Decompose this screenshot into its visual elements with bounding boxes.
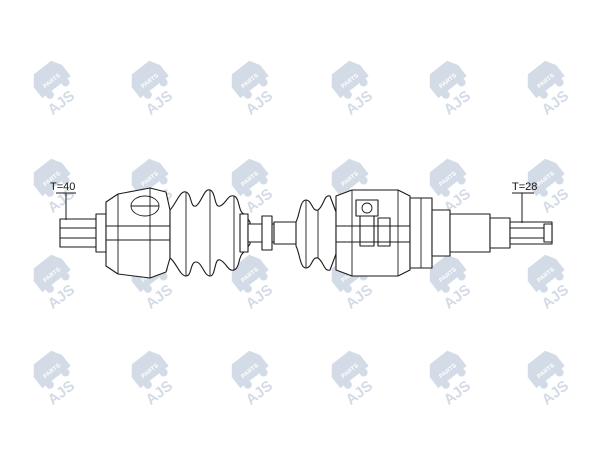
- outer-boot: [169, 189, 251, 277]
- right-spline-shaft: [449, 213, 553, 253]
- outer-boot-clamp: [239, 213, 249, 253]
- inner-boot: [295, 195, 337, 271]
- left-spline-shaft: [59, 213, 107, 253]
- inner-tripod-joint: [335, 189, 411, 277]
- bearing-flange: [409, 197, 451, 269]
- left-spline-label: T=40: [50, 181, 75, 193]
- right-spline-label: T=28: [512, 181, 537, 193]
- drive-shaft: T=40 T=28: [50, 181, 553, 279]
- left-spline-callout: T=40: [50, 181, 76, 220]
- right-spline-callout: T=28: [512, 181, 537, 223]
- main-shaft: [247, 215, 299, 251]
- outer-cv-joint: [105, 187, 171, 279]
